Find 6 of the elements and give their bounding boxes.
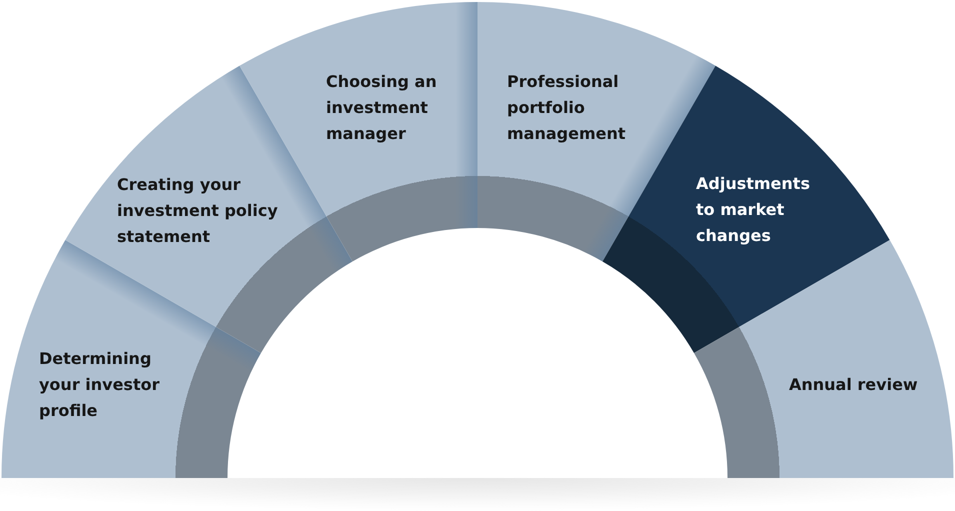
segment-label: Professional portfolio management [507,71,627,145]
segment-label: Adjustments to market changes [696,173,811,247]
segment-label: Determining your investor profile [39,348,160,422]
segment-label: Choosing an investment manager [326,71,438,145]
segment-label: Creating your investment policy statement [117,174,279,248]
segment-label: Annual review [789,374,919,396]
